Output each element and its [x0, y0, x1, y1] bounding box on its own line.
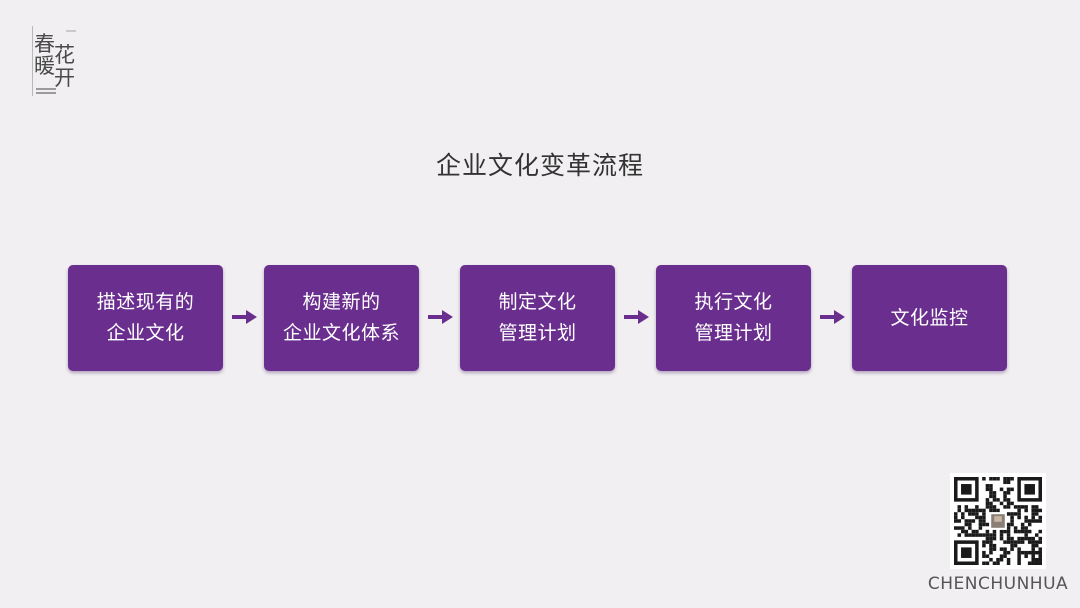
qr-code-icon: [950, 473, 1046, 569]
flow-step-1: 描述现有的 企业文化: [68, 265, 223, 371]
flow-step-3: 制定文化 管理计划: [460, 265, 615, 371]
flow-step-label: 执行文化 管理计划: [694, 291, 773, 344]
logo-char-3: 暖: [34, 54, 55, 78]
flow-step-5: 文化监控: [852, 265, 1007, 371]
flow-step-4: 执行文化 管理计划: [656, 265, 811, 371]
brand-name: CHENCHUNHUA: [927, 574, 1069, 594]
right-arrow-icon: [820, 308, 846, 326]
right-arrow-icon: [232, 308, 258, 326]
right-arrow-icon: [624, 308, 650, 326]
flow-step-label: 制定文化 管理计划: [498, 291, 577, 344]
right-arrow-icon: [428, 308, 454, 326]
logo-tick: [66, 30, 76, 32]
logo-small-print: [36, 88, 56, 96]
flow-step-label: 描述现有的 企业文化: [96, 291, 195, 344]
logo: 春 花 暖 开: [32, 26, 78, 98]
logo-char-2: 花: [54, 43, 75, 67]
logo-char-4: 开: [54, 66, 75, 90]
logo-char-1: 春: [34, 32, 55, 56]
flow-step-label: 文化监控: [890, 306, 969, 329]
logo-rule: [32, 26, 33, 96]
page-title: 企业文化变革流程: [435, 151, 644, 180]
flow-step-label: 构建新的 企业文化体系: [282, 291, 400, 344]
flow-step-2: 构建新的 企业文化体系: [264, 265, 419, 371]
